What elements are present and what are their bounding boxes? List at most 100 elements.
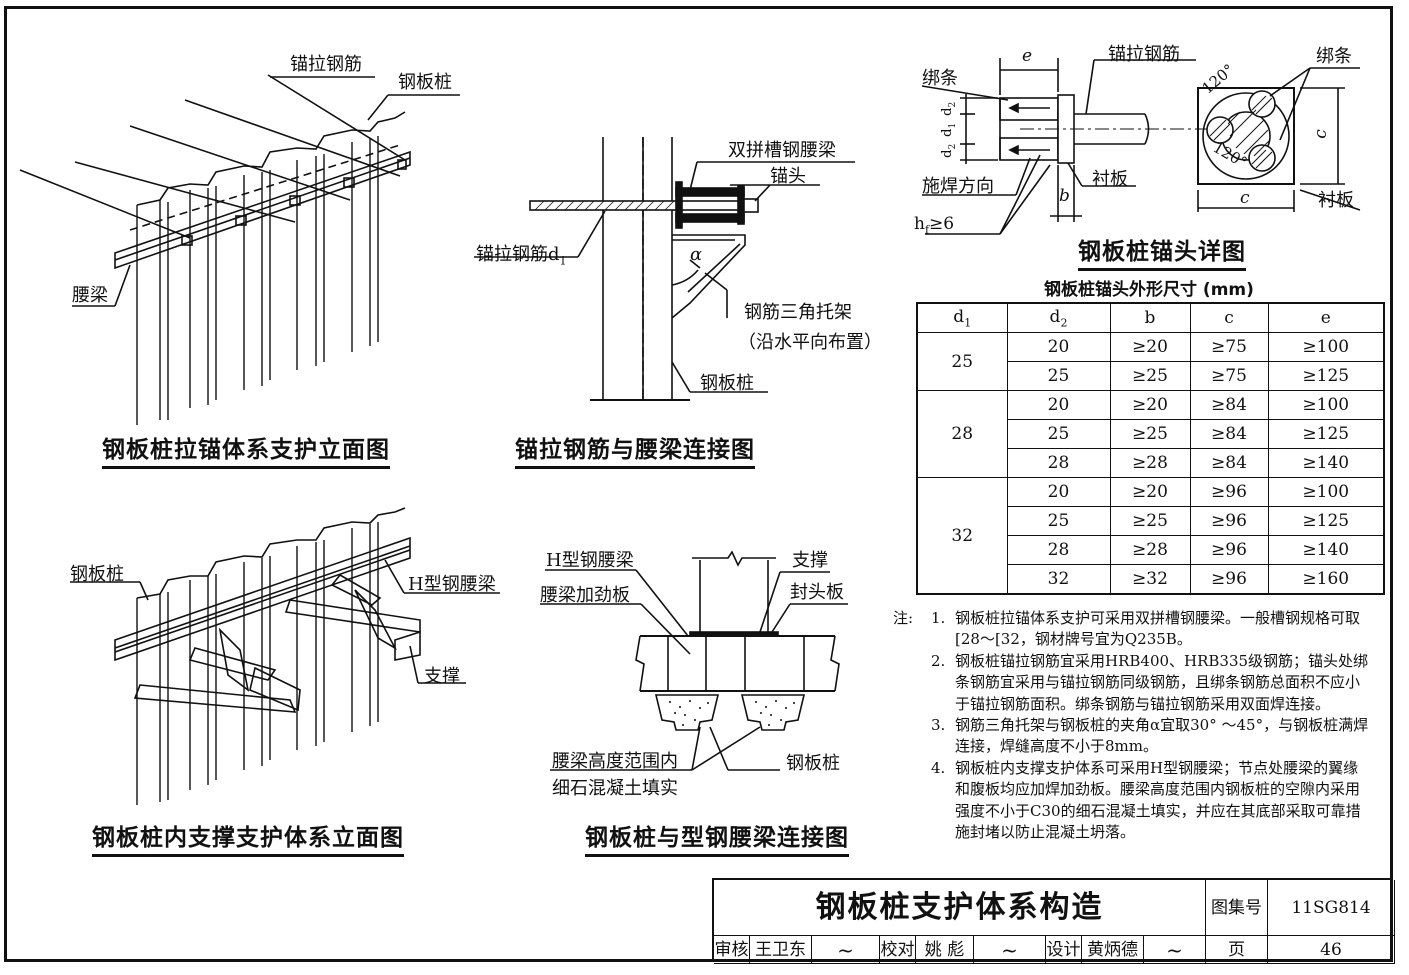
table-header-cell: b (1109, 302, 1191, 333)
table-cell: 20 (1006, 390, 1111, 420)
notes-heading: 注: (893, 609, 914, 627)
table-cell: ≥25 (1109, 506, 1191, 536)
dim-d2-top: d2 (940, 101, 958, 116)
label-fill-line2: 细石混凝土填实 (552, 778, 678, 799)
note-text: 钢板桩内支撑支护体系可采用H型钢腰梁；节点处腰梁的翼缘和腹板均应加焊加劲板。腰梁… (955, 758, 1361, 842)
table-cell: ≥96 (1189, 506, 1269, 536)
review-signature: ~ (812, 936, 880, 964)
table-cell: ≥32 (1109, 564, 1191, 595)
diagram-title-strut-elevation: 钢板桩内支撑支护体系立面图 (92, 818, 404, 857)
table-cell-d1: 28 (916, 390, 1008, 478)
table-cell: ≥160 (1267, 564, 1385, 595)
review-name: 王卫东 (750, 936, 812, 964)
table-cell: 32 (1006, 564, 1111, 595)
label-anchor-rebar: 锚拉钢筋 (290, 54, 362, 75)
table-cell: ≥140 (1267, 448, 1385, 478)
label-sheet-pile-4: 钢板桩 (786, 753, 840, 774)
label-stiffener: 腰梁加劲板 (540, 585, 630, 606)
table-cell: ≥84 (1189, 419, 1269, 449)
table-cell: 28 (1006, 448, 1111, 478)
label-sheet-pile-3: 钢板桩 (70, 564, 124, 585)
diagram-title-h-connection: 钢板桩与型钢腰梁连接图 (585, 818, 849, 857)
table-cell: ≥125 (1267, 361, 1385, 391)
tie-connection-drawing (474, 137, 855, 401)
label-binding-bar-2: 绑条 (1316, 46, 1352, 67)
table-cell: ≥20 (1109, 390, 1191, 420)
atlas-label: 图集号 (1206, 880, 1268, 936)
note-number: 4. (931, 758, 946, 777)
table-cell: ≥28 (1109, 535, 1191, 565)
table-cell: 25 (1006, 361, 1111, 391)
table-cell: ≥100 (1267, 332, 1385, 362)
page-number: 46 (1268, 936, 1395, 964)
table-cell: ≥100 (1267, 477, 1385, 507)
page-label: 页 (1206, 936, 1268, 964)
note-item: 2. 钢板桩锚拉钢筋宜采用HRB400、HRB335级钢筋；锚头处绑条钢筋宜采用与… (931, 651, 1371, 715)
label-anchor-rebar-d1: 锚拉钢筋d1 (476, 244, 567, 268)
table-cell: 25 (1006, 419, 1111, 449)
table-header-subscript: 1 (964, 316, 972, 330)
table-cell: ≥96 (1189, 564, 1269, 595)
design-signature: ~ (1144, 936, 1206, 964)
label-sheet-pile-2: 钢板桩 (700, 373, 754, 394)
table-cell: 20 (1006, 332, 1111, 362)
table-cell-d1: 25 (916, 332, 1008, 391)
table-cell: ≥84 (1189, 448, 1269, 478)
table-cell: ≥20 (1109, 477, 1191, 507)
table-cell: 20 (1006, 477, 1111, 507)
label-strut: 支撑 (424, 666, 460, 687)
note-number: 1. (931, 609, 946, 627)
h-connection-drawing (540, 550, 848, 771)
dim-b: b (1059, 186, 1070, 206)
notes-list: 1. 钢板桩拉锚体系支护可采用双拼槽钢腰梁。一般槽钢规格可取[28～[32，钢材牌… (931, 608, 1371, 843)
label-binding-bar: 绑条 (922, 68, 958, 89)
label-waist-beam: 腰梁 (72, 285, 108, 306)
table-header-cell: d1 (916, 302, 1008, 333)
note-item: 4. 钢板桩内支撑支护体系可采用H型钢腰梁；节点处腰梁的翼缘和腹板均应加焊加劲板。… (931, 758, 1371, 844)
label-anchor-rebar-2: 锚拉钢筋 (1108, 44, 1180, 65)
table-cell: ≥84 (1189, 390, 1269, 420)
dim-e: e (1022, 46, 1033, 66)
tie-elevation-drawing (19, 74, 460, 425)
drawing-frame (4, 6, 1393, 962)
label-sheet-pile: 钢板桩 (398, 72, 452, 93)
table-cell: 28 (1006, 535, 1111, 565)
label-liner: 衬板 (1092, 169, 1128, 190)
label-h-beam: H型钢腰梁 (408, 574, 496, 595)
label-bracket: 钢筋三角托架 (744, 302, 852, 323)
note-item: 3. 钢筋三角托架与钢板桩的夹角α宜取30° ～45°，与钢板桩满焊连接，焊缝高度… (931, 715, 1371, 758)
label-anchor-head: 锚头 (770, 166, 806, 187)
note-text: 钢板桩锚拉钢筋宜采用HRB400、HRB335级钢筋；锚头处绑条钢筋宜采用与锚拉… (955, 651, 1369, 713)
design-label: 设计 (1046, 936, 1082, 964)
note-text: 钢筋三角托架与钢板桩的夹角α宜取30° ～45°，与钢板桩满焊连接，焊缝高度不小… (955, 716, 1369, 756)
note-number: 3. (931, 716, 946, 735)
check-signature: ~ (974, 936, 1046, 964)
table-header-cell: e (1267, 302, 1385, 333)
note-item: 1. 钢板桩拉锚体系支护可采用双拼槽钢腰梁。一般槽钢规格可取[28～[32，钢材牌… (931, 608, 1371, 651)
sheet-title: 钢板桩支护体系构造 (714, 880, 1206, 936)
dim-weld-height: hf≥6 (914, 214, 955, 237)
table-cell: ≥96 (1189, 477, 1269, 507)
table-cell: ≥25 (1109, 419, 1191, 449)
note-number: 2. (931, 651, 946, 670)
table-cell: 25 (1006, 506, 1111, 536)
table-cell: ≥25 (1109, 361, 1191, 391)
dim-c-horizontal: c (1240, 188, 1250, 208)
note-text: 钢板桩拉锚体系支护可采用双拼槽钢腰梁。一般槽钢规格可取[28～[32，钢材牌号宜… (955, 609, 1361, 649)
table-row: 25≥25≥75≥125 (917, 361, 1385, 391)
table-cell: ≥140 (1267, 535, 1385, 565)
atlas-number: 11SG814 (1268, 880, 1395, 936)
table-header-cell: c (1189, 302, 1269, 333)
table-cell: ≥75 (1189, 361, 1269, 391)
table-cell: ≥28 (1109, 448, 1191, 478)
table-cell: ≥96 (1189, 535, 1269, 565)
table-cell: ≥125 (1267, 419, 1385, 449)
label-bracket-note: （沿水平向布置） (738, 332, 882, 353)
